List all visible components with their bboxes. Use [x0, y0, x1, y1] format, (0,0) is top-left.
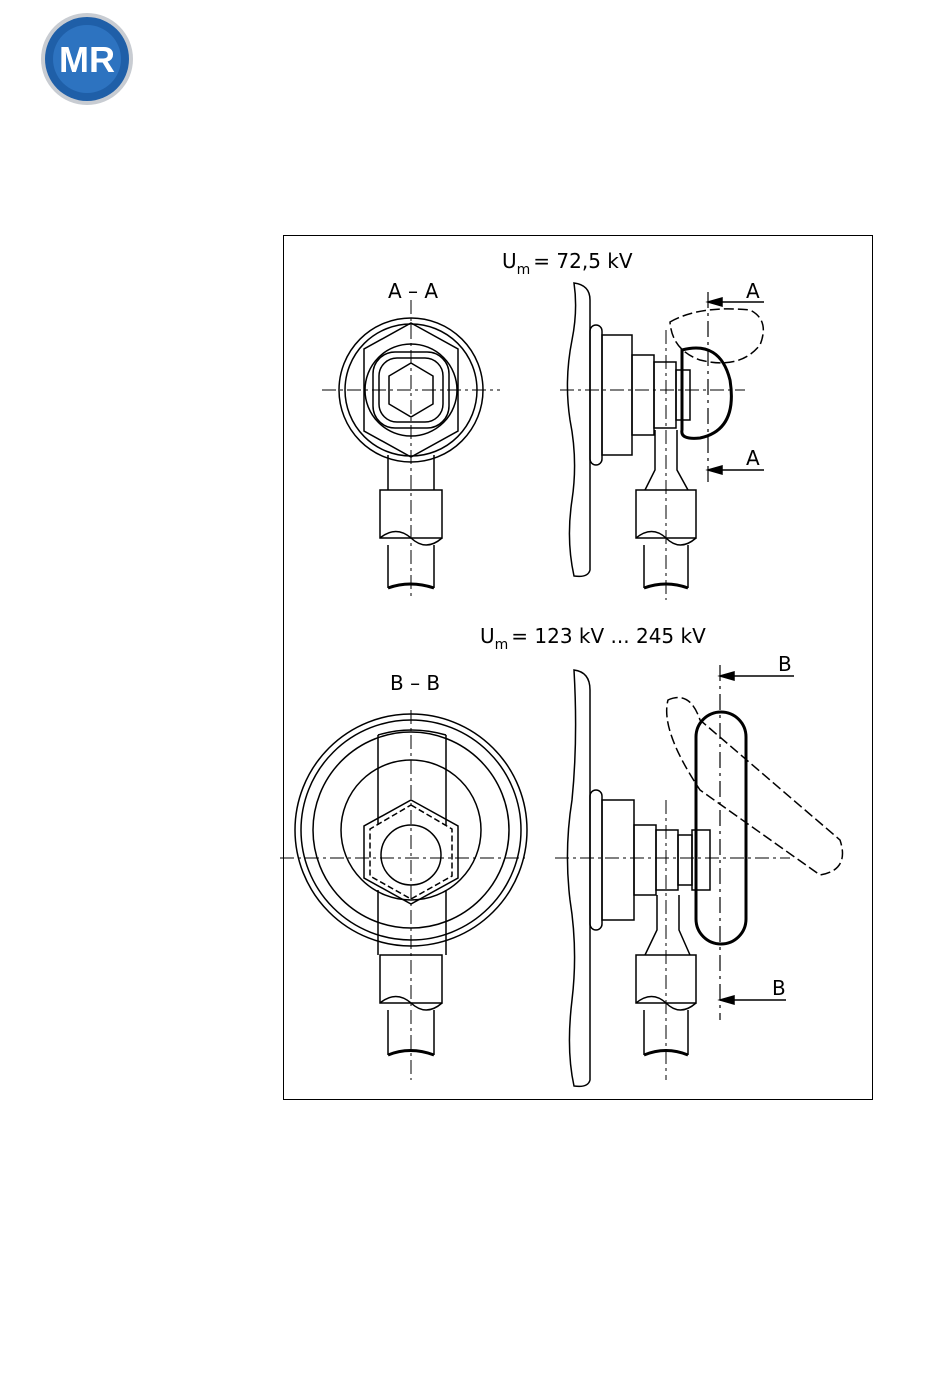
section-marker-b-bottom: B [772, 976, 786, 1000]
section-marker-b-top: B [778, 652, 792, 676]
section-b-side-view [555, 665, 843, 1086]
section-a-side-view [560, 283, 764, 600]
section-marker-a-bottom: A [746, 446, 760, 470]
section-a-front-view [322, 300, 500, 600]
top-section-label: A – A [388, 279, 438, 303]
bottom-section-label: B – B [390, 671, 440, 695]
top-title: Um= 72,5 kV [502, 249, 633, 278]
section-b-front-view [280, 710, 527, 1080]
section-marker-a-top: A [746, 279, 760, 303]
bottom-title: Um= 123 kV ... 245 kV [480, 624, 706, 653]
